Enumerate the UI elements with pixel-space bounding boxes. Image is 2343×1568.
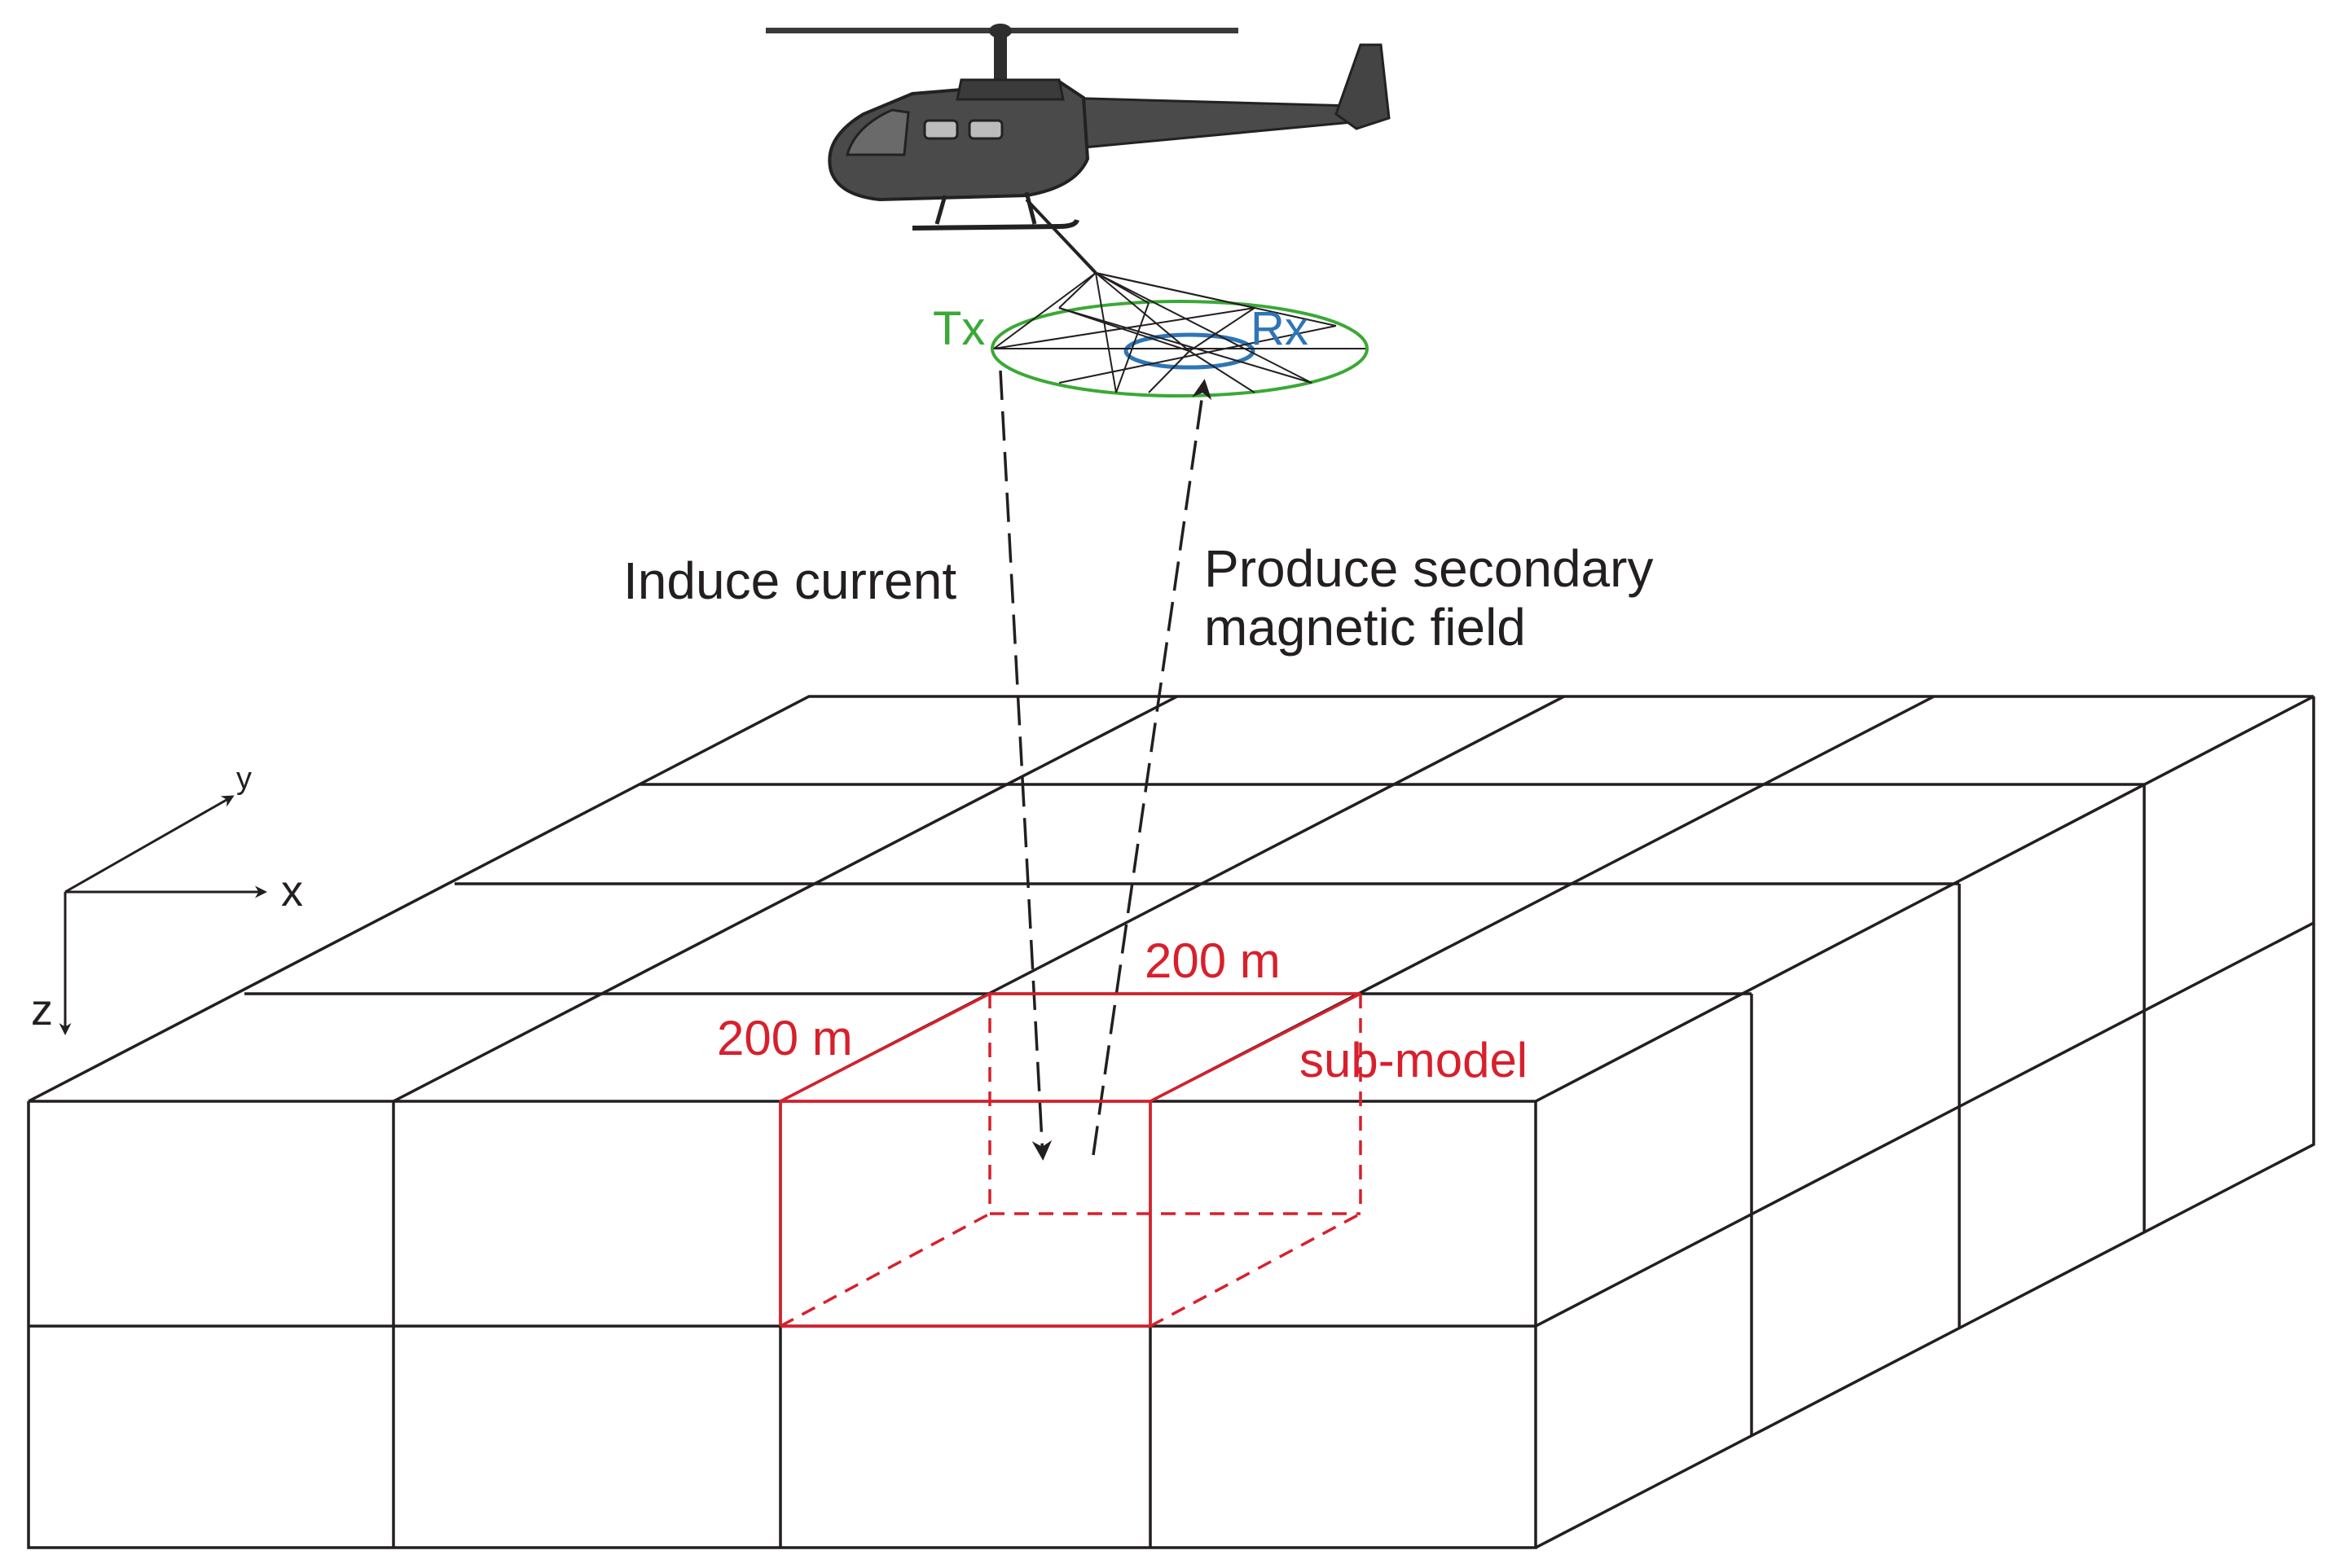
induce-current-label: Induce current bbox=[623, 551, 956, 610]
helicopter-icon bbox=[766, 24, 1391, 275]
dimension-label-left: 200 m bbox=[717, 1011, 853, 1065]
coordinate-axes bbox=[59, 795, 267, 1035]
dimension-label-top: 200 m bbox=[1145, 933, 1281, 988]
axis-x-label: x bbox=[281, 867, 303, 916]
secondary-field-arrow bbox=[1092, 379, 1212, 1156]
tow-frame bbox=[991, 272, 1369, 397]
model-grid bbox=[27, 695, 2315, 1549]
axis-z-label: z bbox=[31, 986, 53, 1034]
produce-field-label-line2: magnetic field bbox=[1204, 598, 1526, 657]
produce-field-label-line1: Produce secondary bbox=[1204, 539, 1653, 598]
sub-model-box bbox=[779, 992, 1362, 1328]
axis-y-label: y bbox=[236, 762, 252, 796]
rx-label: Rx bbox=[1251, 302, 1308, 355]
tx-label: Tx bbox=[933, 302, 985, 355]
receiver-loop bbox=[1123, 332, 1255, 370]
induce-current-arrow bbox=[999, 370, 1053, 1161]
sub-model-label: sub-model bbox=[1299, 1033, 1528, 1087]
transmitter-loop bbox=[991, 300, 1369, 397]
